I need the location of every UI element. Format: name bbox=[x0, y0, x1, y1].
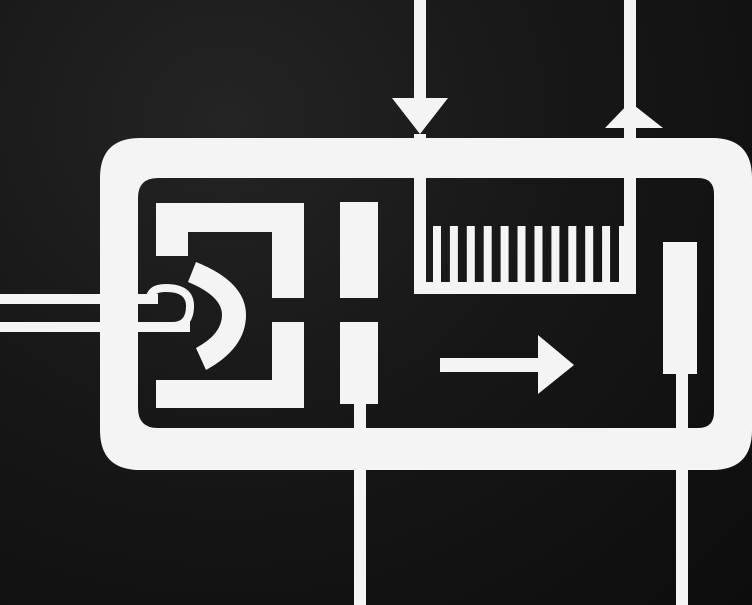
comb-tooth bbox=[551, 226, 560, 284]
right-plate bbox=[663, 242, 697, 374]
left-feed-line-2 bbox=[0, 322, 190, 332]
input-line-inner bbox=[414, 134, 426, 294]
comb-icon bbox=[433, 226, 627, 284]
arrow-down-icon bbox=[392, 98, 448, 134]
output-line-top bbox=[624, 0, 636, 120]
comb-tooth bbox=[585, 226, 594, 284]
bracket-icon bbox=[156, 203, 304, 408]
comb-tooth bbox=[602, 226, 611, 284]
comb-tooth bbox=[449, 226, 458, 284]
coil-icon bbox=[146, 283, 195, 330]
gap-plate-lower bbox=[340, 322, 378, 404]
comb-tooth bbox=[517, 226, 526, 284]
comb-tooth bbox=[568, 226, 577, 284]
arc-reflector-icon bbox=[188, 262, 246, 370]
arrow-up-icon bbox=[605, 102, 663, 128]
comb-tooth bbox=[500, 226, 509, 284]
input-line-top bbox=[414, 0, 426, 102]
flow-arrow-shaft bbox=[440, 358, 544, 372]
bottom-lead-right bbox=[676, 374, 688, 605]
comb-tooth bbox=[534, 226, 543, 284]
comb-tooth bbox=[433, 226, 441, 284]
left-feed-line-1 bbox=[0, 294, 158, 304]
comb-base bbox=[414, 282, 636, 294]
arrow-right-icon bbox=[538, 335, 574, 394]
comb-tooth bbox=[619, 226, 627, 284]
comb-tooth bbox=[483, 226, 492, 284]
comb-tooth bbox=[466, 226, 475, 284]
gap-plate-upper bbox=[340, 202, 378, 298]
bottom-lead-left bbox=[354, 404, 366, 605]
